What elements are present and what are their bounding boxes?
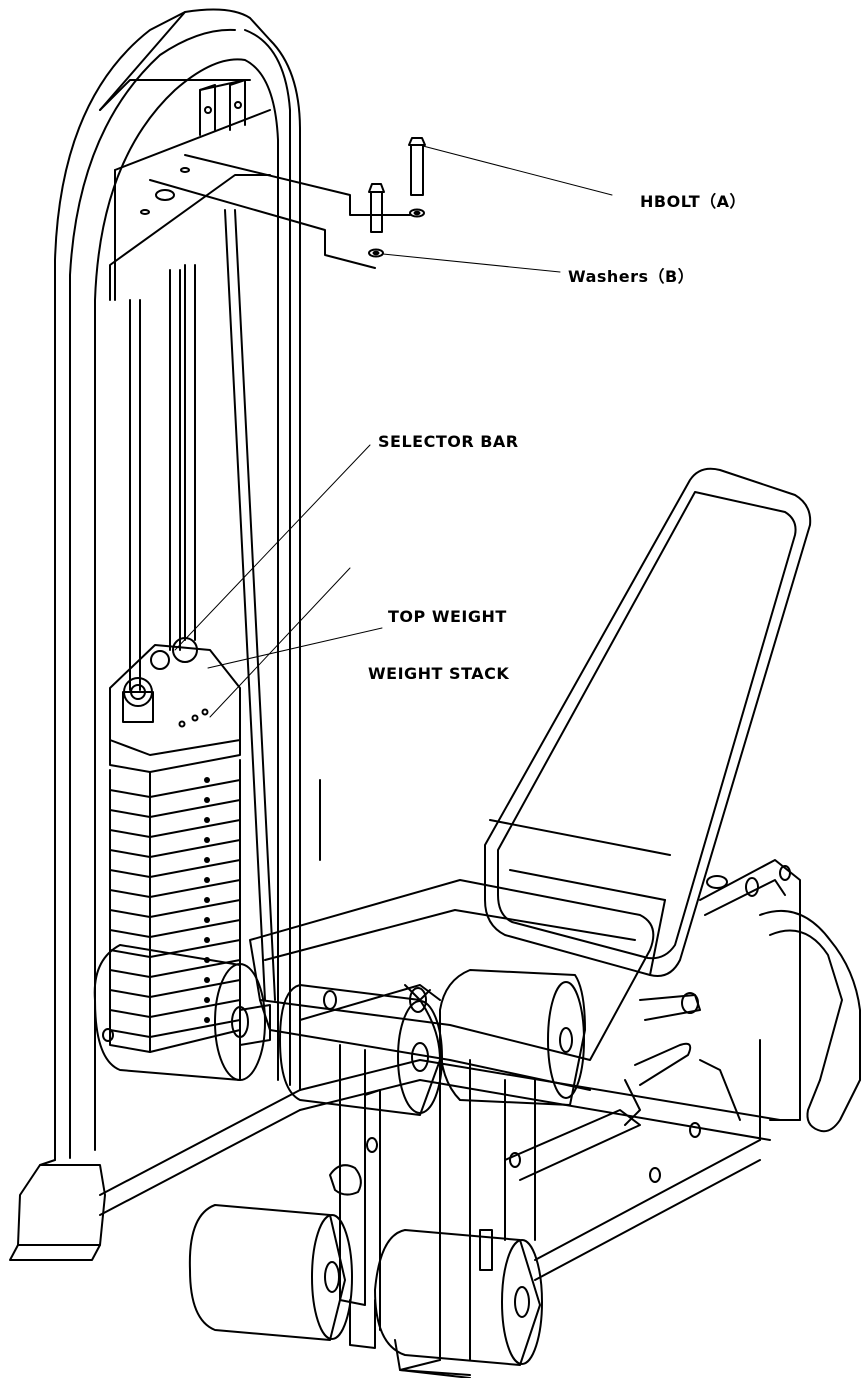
weight-stack (109, 637, 241, 1053)
seat (249, 879, 655, 1091)
upper-rollers (93, 944, 586, 1116)
label-weight-stack: WEIGHT STACK (368, 664, 510, 683)
guide-rods (129, 209, 321, 1001)
label-top-weight: TOP WEIGHT (388, 607, 507, 626)
label-selector-bar: SELECTOR BAR (378, 432, 519, 451)
leg-arm (299, 984, 441, 1349)
base-frame (102, 1028, 781, 1378)
frame-tower (9, 8, 301, 1261)
handle-assembly (624, 859, 861, 1133)
lower-rollers (188, 1204, 543, 1366)
label-hbolt: HBOLT（A） (640, 192, 747, 211)
label-washers: Washers（B） (568, 267, 695, 286)
back-pad (484, 467, 812, 977)
leader-lines (174, 145, 613, 718)
bolt-assembly (149, 137, 426, 269)
